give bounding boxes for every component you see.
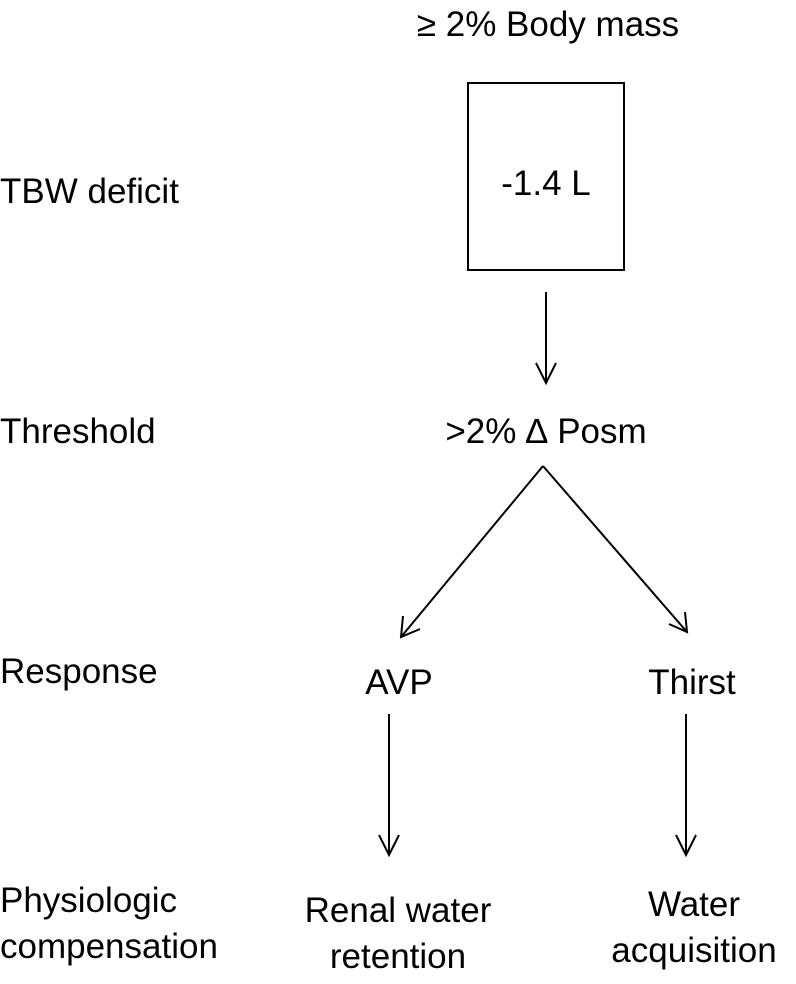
acquisition-label: acquisition xyxy=(611,931,776,970)
water-label: Water xyxy=(648,885,740,924)
row-label-threshold: Threshold xyxy=(0,412,156,451)
deficit-value: -1.4 L xyxy=(501,164,591,203)
arrow-avp-to-renal xyxy=(378,714,400,858)
row-label-physiologic: Physiologic xyxy=(0,881,177,920)
arrow-box-to-threshold xyxy=(535,292,557,386)
renal-water-label: Renal water xyxy=(305,891,492,930)
arrow-threshold-to-thirst xyxy=(542,465,689,634)
body-mass-label: ≥ 2% Body mass xyxy=(417,5,679,44)
row-label-compensation: compensation xyxy=(0,927,218,966)
arrow-threshold-to-avp xyxy=(399,465,544,639)
thirst-node: Thirst xyxy=(648,663,736,702)
row-label-tbw-deficit: TBW deficit xyxy=(0,172,179,211)
row-label-response: Response xyxy=(0,652,158,691)
avp-node: AVP xyxy=(365,663,432,702)
deficit-box xyxy=(467,82,625,271)
posm-threshold: >2% ∆ Posm xyxy=(445,412,646,451)
arrow-thirst-to-water xyxy=(675,714,697,858)
retention-label: retention xyxy=(330,937,466,976)
